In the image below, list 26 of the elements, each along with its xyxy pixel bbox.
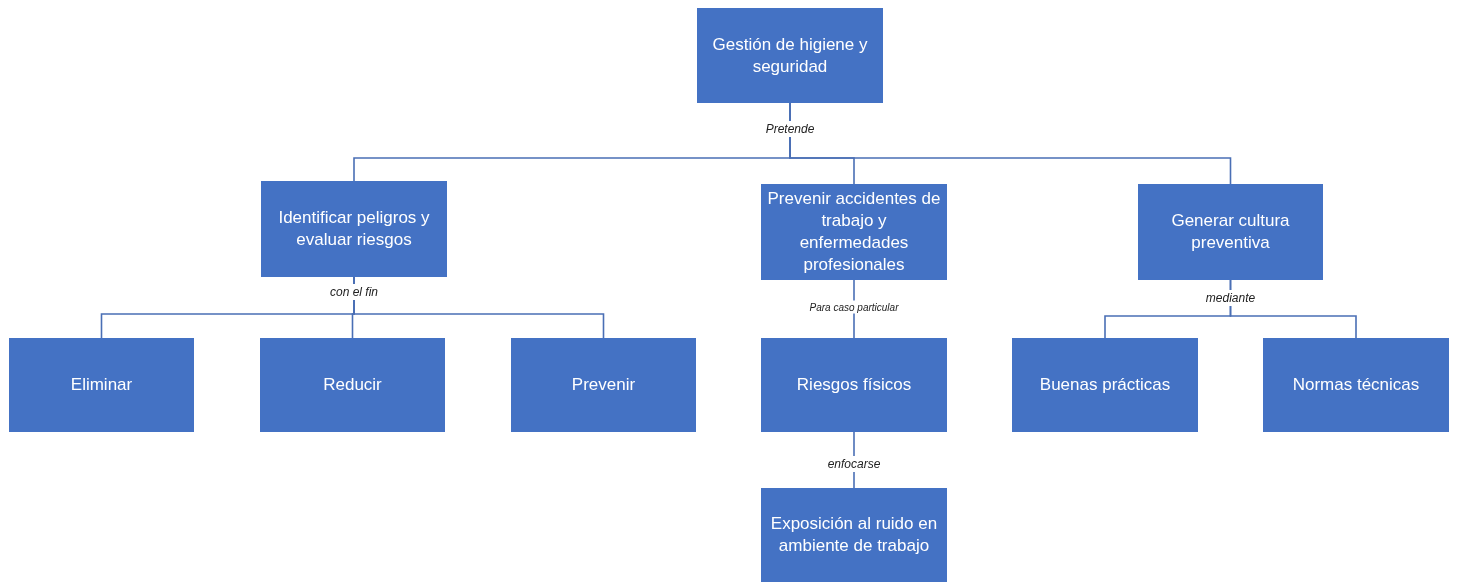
node-text: Reducir [323, 374, 382, 396]
concept-box [511, 338, 696, 432]
edge-label: con el fin [327, 284, 381, 300]
concept-box [761, 338, 947, 432]
concept-box [261, 181, 447, 277]
concept-box [1138, 184, 1323, 280]
concept-box [697, 8, 883, 103]
connector-line [1229, 279, 1357, 339]
node-text: Buenas prácticas [1039, 374, 1171, 396]
concept-box [9, 338, 194, 432]
node-text: Normas técnicas [1292, 374, 1420, 396]
node-text: Prevenir accidentes de trabajo y enfermedades profesionales [767, 188, 941, 276]
concept-box [1263, 338, 1449, 432]
concept-box [1012, 338, 1198, 432]
node-text: Identificar peligros y evaluar riesgos [277, 207, 431, 251]
connector-line [789, 102, 1232, 185]
node-text: Prevenir [571, 374, 636, 396]
concept-box [761, 488, 947, 582]
concept-box [260, 338, 445, 432]
node-text: Gestión de higiene y seguridad [711, 33, 869, 78]
edge-label: Para caso particular [806, 300, 902, 314]
connector-line [353, 276, 605, 339]
node-text: Generar cultura preventiva [1170, 210, 1291, 254]
node-text: Eliminar [70, 374, 133, 396]
node-text: Riesgos físicos [796, 374, 912, 396]
node-text: Exposición al ruido en ambiente de trabajo [769, 513, 939, 557]
